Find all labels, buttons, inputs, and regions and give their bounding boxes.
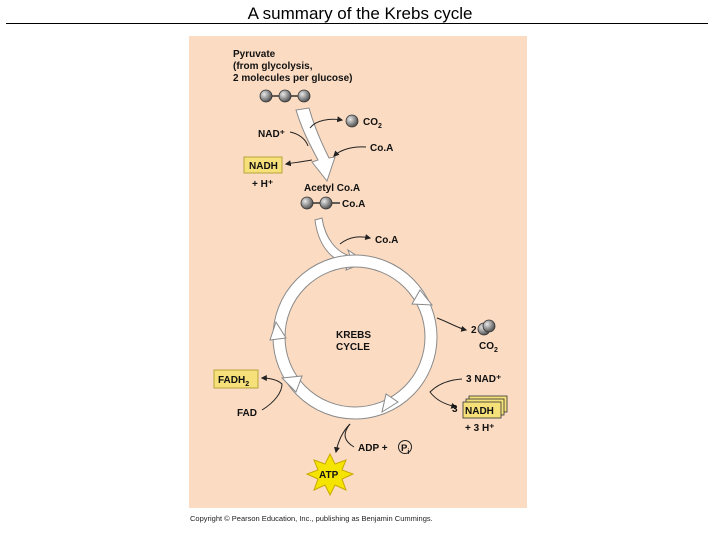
slide-title: A summary of the Krebs cycle <box>247 4 473 23</box>
co2-top-label: CO2 <box>363 117 382 130</box>
nadh-highlight-box <box>243 156 283 174</box>
h3-plus-label: + 3 H⁺ <box>465 423 494 434</box>
phosphate-label: Pi <box>401 443 409 456</box>
acetyl-coa-molecule <box>300 196 340 210</box>
pyruvate-source-label: (from glycolysis, <box>233 61 313 72</box>
phosphate-icon <box>398 440 412 454</box>
krebs-cycle-label: KREBS <box>336 330 371 341</box>
pyruvate-count-label: 2 molecules per glucose) <box>233 73 353 84</box>
krebs-cycle-ring <box>269 254 438 420</box>
adp-label: ADP + <box>358 443 388 454</box>
diagram-panel <box>189 36 527 508</box>
acetyl-coa-label: Acetyl Co.A <box>304 183 360 194</box>
coa-release-label: Co.A <box>375 235 398 246</box>
title-underline <box>6 23 708 24</box>
coa-in-label: Co.A <box>370 143 393 154</box>
atp-label: ATP <box>319 470 339 481</box>
copyright-text: Copyright © Pearson Education, Inc., pub… <box>190 514 433 523</box>
fad-label: FAD <box>237 408 257 419</box>
nadh3-label: NADH <box>465 406 494 417</box>
co2-carbon-icon-2 <box>482 319 496 333</box>
nadh3-coefficient: 3 <box>452 404 458 415</box>
pyruvate-molecule <box>259 89 311 103</box>
h-plus-label: + H⁺ <box>252 179 273 190</box>
nad3-plus-label: 3 NAD⁺ <box>466 374 501 385</box>
pyruvate-label: Pyruvate <box>233 49 276 60</box>
fadh2-label: FADH2 <box>218 375 249 388</box>
nadh3-stack <box>462 395 508 419</box>
co2-right-coefficient: 2 <box>471 325 477 336</box>
co2-carbon-icon <box>345 114 359 128</box>
fadh2-highlight-box <box>213 369 259 389</box>
pyruvate-to-acetyl-arrow <box>295 107 336 183</box>
cycle-label: CYCLE <box>336 342 370 353</box>
nadh-label: NADH <box>249 161 278 172</box>
atp-star-icon <box>305 452 355 497</box>
co2-right-label: CO2 <box>479 341 498 354</box>
nad-plus-label: NAD⁺ <box>258 129 285 140</box>
acetyl-coa-group-label: Co.A <box>342 199 365 210</box>
